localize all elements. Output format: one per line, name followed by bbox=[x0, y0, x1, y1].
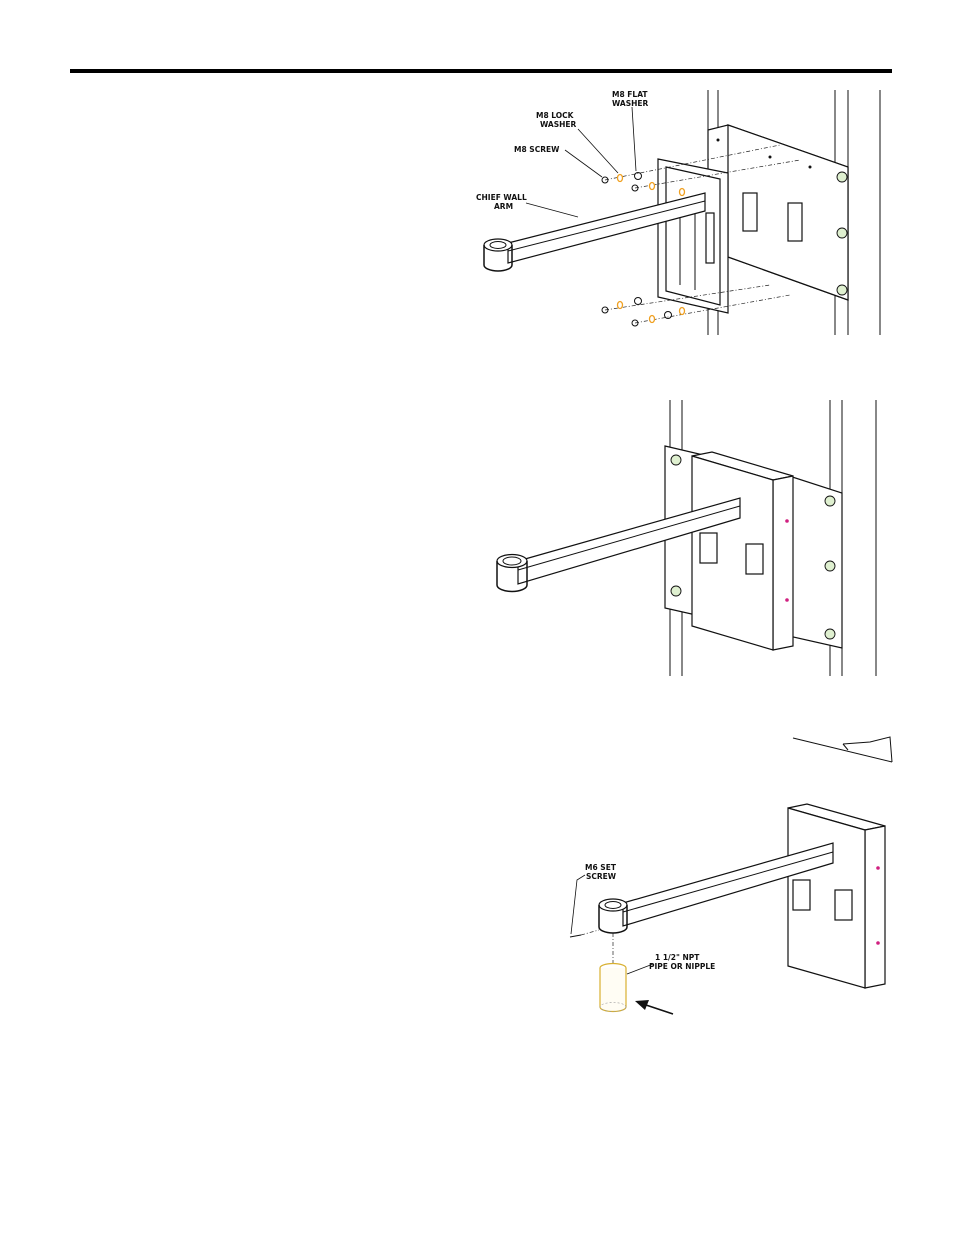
pipe-nipple bbox=[600, 964, 626, 1012]
label-pipe-2: PIPE OR NIPPLE bbox=[649, 962, 715, 971]
header-rule bbox=[70, 69, 892, 73]
figure-assembled-wall-arm bbox=[490, 398, 885, 680]
figure-partial-edge bbox=[788, 728, 898, 766]
label-pipe-1: 1 1/2" NPT bbox=[655, 953, 700, 962]
label-m6-set-screw-2: SCREW bbox=[586, 872, 617, 881]
arm-bracket bbox=[658, 159, 728, 313]
m6-set-screw bbox=[570, 930, 599, 937]
figure-exploded-wall-arm: M8 FLAT WASHER M8 LOCK WASHER M8 SCREW C… bbox=[470, 85, 890, 340]
arm-bracket-box bbox=[788, 804, 885, 988]
label-m6-set-screw-1: M6 SET bbox=[585, 863, 617, 872]
label-m8-screw: M8 SCREW bbox=[514, 145, 560, 154]
label-m8-flat-washer-2: WASHER bbox=[612, 99, 649, 108]
figure-pipe-installation: M6 SET SCREW 1 1/2" NPT PIPE OR NIPPLE bbox=[555, 800, 890, 1025]
arrow-icon bbox=[635, 1000, 673, 1014]
label-m8-flat-washer-1: M8 FLAT bbox=[612, 90, 648, 99]
arm-bracket-box bbox=[692, 452, 793, 650]
label-m8-lock-washer-2: WASHER bbox=[540, 120, 577, 129]
label-chief-wall-arm-1: CHIEF WALL bbox=[476, 193, 527, 202]
label-chief-wall-arm-2: ARM bbox=[494, 202, 513, 211]
wall-plate bbox=[708, 125, 848, 300]
label-m8-lock-washer-1: M8 LOCK bbox=[536, 111, 575, 120]
